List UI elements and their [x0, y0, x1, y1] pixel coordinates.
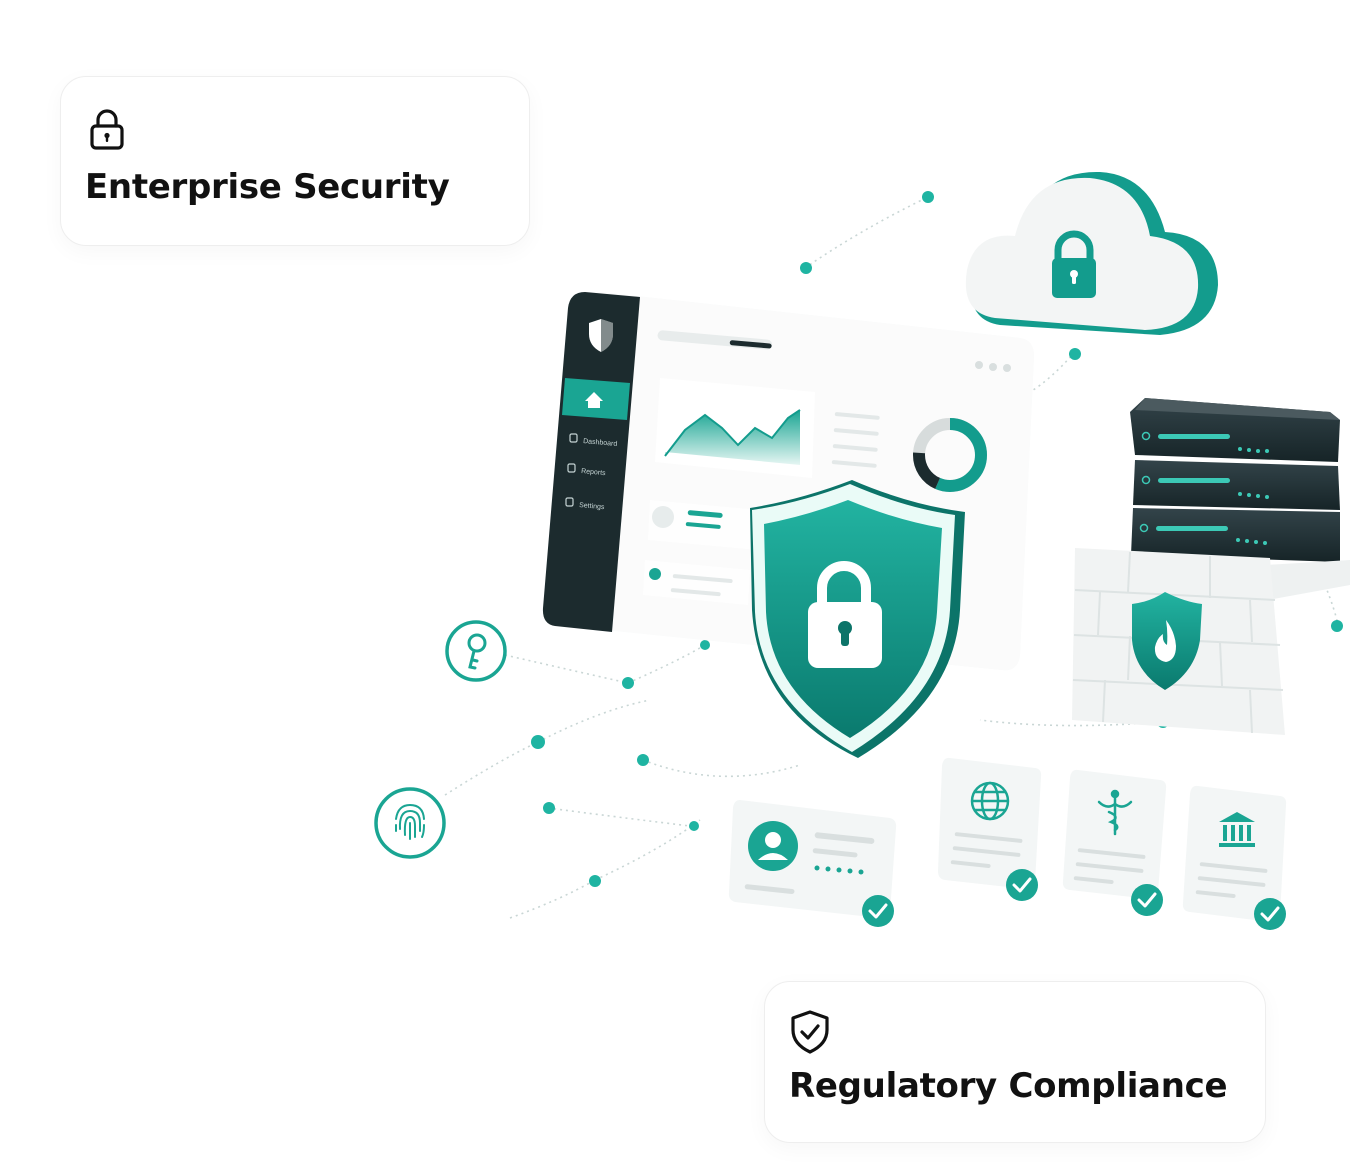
dashboard-window: Dashboard Reports Settings: [542, 291, 1034, 671]
enterprise-security-title: Enterprise Security: [85, 167, 450, 207]
dashboard-icon: [569, 433, 578, 443]
window-controls: [975, 361, 1011, 372]
area-chart-widget: [655, 378, 815, 478]
key-icon: [445, 620, 507, 682]
regulatory-compliance-card: Regulatory Compliance: [764, 981, 1266, 1143]
regulatory-compliance-title: Regulatory Compliance: [789, 1066, 1228, 1106]
globe-document-icon: [938, 757, 1042, 901]
reports-icon: [567, 463, 576, 473]
sidebar-item-settings-label: Settings: [579, 502, 605, 511]
cloud-lock-icon: [965, 171, 1218, 335]
shield-lock-icon: [750, 480, 965, 758]
fingerprint-icon: [374, 787, 446, 859]
shield-check-icon: [789, 1009, 831, 1060]
enterprise-security-card: Enterprise Security: [60, 76, 530, 246]
medical-document-icon: [1062, 769, 1167, 916]
dashboard-sidebar: [542, 292, 640, 632]
bank-document-icon: [1182, 785, 1287, 930]
padlock-icon: [89, 108, 125, 157]
dashboard-rows: [643, 500, 760, 605]
list-widget: [831, 412, 880, 468]
sidebar-item-reports-label: Reports: [581, 468, 607, 477]
donut-chart-widget: [913, 418, 987, 492]
firewall-icon: [1072, 548, 1285, 735]
server-rack-icon: [1130, 398, 1350, 600]
home-icon: [585, 392, 603, 408]
sidebar-menu: [565, 433, 578, 507]
settings-icon: [565, 497, 574, 507]
user-id-card-icon: [728, 800, 897, 927]
sidebar-logo-shield-icon: [589, 319, 613, 352]
sidebar-item-dashboard-label: Dashboard: [583, 438, 618, 448]
